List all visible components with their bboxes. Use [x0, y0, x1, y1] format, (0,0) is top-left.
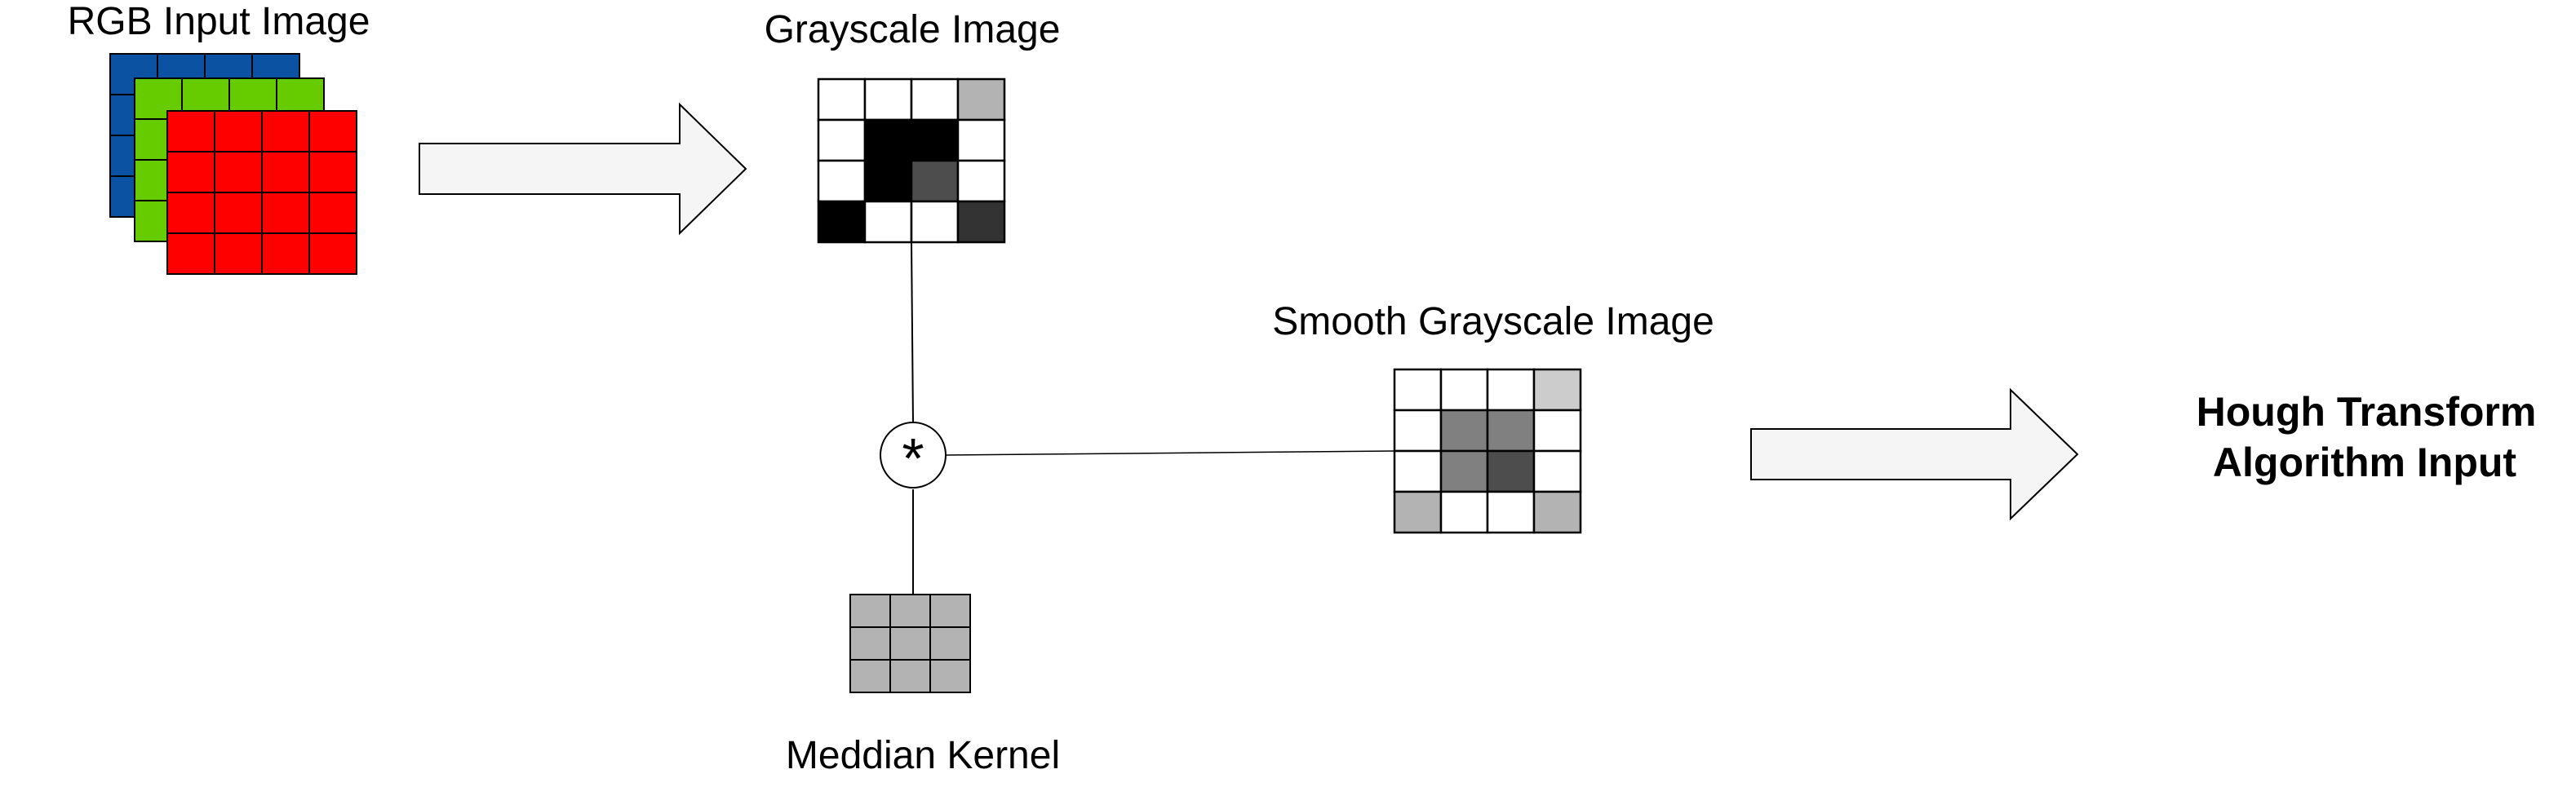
output-label-line1: Hough Transform [2197, 389, 2537, 435]
smooth-pixel-r2-c3 [1532, 449, 1582, 493]
smooth-pixel-r2-c2 [1486, 449, 1536, 493]
smooth-pixel-r1-c1 [1439, 409, 1489, 453]
grayscale-pixel-r1-c1 [863, 118, 913, 162]
grayscale-pixel-r0-c1 [863, 77, 913, 122]
grayscale-pixel-r3-c2 [910, 200, 960, 244]
connector-conv-to-smooth [946, 450, 1395, 456]
kernel-cell-r1-c0 [849, 626, 891, 661]
kernel-cell-r0-c1 [889, 594, 931, 628]
grayscale-image-grid [817, 77, 1006, 244]
convolution-icon: * [902, 427, 924, 490]
grayscale-pixel-r3-c1 [863, 200, 913, 244]
smooth-pixel-r3-c2 [1486, 490, 1536, 534]
smooth-pixel-r0-c0 [1393, 368, 1443, 412]
smooth-pixel-r1-c3 [1532, 409, 1582, 453]
red-channel-cell-r0-c0 [166, 110, 215, 153]
grayscale-pixel-r3-c3 [956, 200, 1006, 244]
grayscale-pixel-r1-c2 [910, 118, 960, 162]
right-arrow-1 [419, 102, 747, 236]
red-channel-cell-r3-c2 [261, 232, 310, 275]
grayscale-pixel-r3-c0 [817, 200, 867, 244]
red-channel-cell-r2-c2 [261, 192, 310, 234]
kernel-cell-r2-c0 [849, 659, 891, 693]
output-label-line2: Algorithm Input [2213, 440, 2516, 485]
red-channel-cell-r1-c1 [214, 151, 263, 193]
grayscale-pixel-r1-c3 [956, 118, 1006, 162]
red-channel-cell-r3-c1 [214, 232, 263, 275]
smooth-pixel-r0-c3 [1532, 368, 1582, 412]
grayscale-pixel-r1-c0 [817, 118, 867, 162]
smooth-pixel-r3-c1 [1439, 490, 1489, 534]
smooth-pixel-r3-c3 [1532, 490, 1582, 534]
smooth-pixel-r1-c0 [1393, 409, 1443, 453]
grayscale-pixel-r2-c0 [817, 159, 867, 203]
grayscale-label: Grayscale Image [765, 8, 1061, 51]
grayscale-pixel-r2-c2 [910, 159, 960, 203]
kernel-cell-r1-c2 [929, 626, 971, 661]
rgb-input-label: RGB Input Image [68, 0, 370, 43]
kernel-cell-r2-c1 [889, 659, 931, 693]
smooth-pixel-r0-c1 [1439, 368, 1489, 412]
smooth-pixel-r0-c2 [1486, 368, 1536, 412]
red-channel-cell-r1-c0 [166, 151, 215, 193]
red-channel-cell-r3-c3 [308, 232, 357, 275]
kernel-cell-r2-c2 [929, 659, 971, 693]
smooth-pixel-r1-c2 [1486, 409, 1536, 453]
red-channel-cell-r2-c3 [308, 192, 357, 234]
connector-grayscale-to-conv [911, 241, 914, 425]
smooth-pixel-r2-c1 [1439, 449, 1489, 493]
grayscale-pixel-r2-c3 [956, 159, 1006, 203]
red-channel-cell-r2-c1 [214, 192, 263, 234]
smooth-grayscale-label: Smooth Grayscale Image [1272, 300, 1714, 343]
red-channel-cell-r0-c1 [214, 110, 263, 153]
red-channel-cell-r0-c2 [261, 110, 310, 153]
red-channel [166, 110, 357, 275]
kernel-cell-r0-c0 [849, 594, 891, 628]
smooth-pixel-r2-c0 [1393, 449, 1443, 493]
grayscale-pixel-r0-c0 [817, 77, 867, 122]
kernel-cell-r0-c2 [929, 594, 971, 628]
red-channel-cell-r0-c3 [308, 110, 357, 153]
grayscale-pixel-r0-c2 [910, 77, 960, 122]
kernel-cell-r1-c1 [889, 626, 931, 661]
red-channel-cell-r1-c3 [308, 151, 357, 193]
grayscale-pixel-r2-c1 [863, 159, 913, 203]
median-kernel-label: Meddian Kernel [786, 734, 1060, 777]
red-channel-cell-r2-c0 [166, 192, 215, 234]
smooth-grayscale-image-grid [1393, 368, 1582, 534]
grayscale-pixel-r0-c3 [956, 77, 1006, 122]
rgb-input-image [109, 53, 357, 275]
convolution-operator: * [880, 422, 947, 490]
median-kernel-grid [849, 594, 971, 693]
right-arrow-2 [1750, 387, 2079, 521]
smooth-pixel-r3-c0 [1393, 490, 1443, 534]
red-channel-cell-r1-c2 [261, 151, 310, 193]
red-channel-cell-r3-c0 [166, 232, 215, 275]
